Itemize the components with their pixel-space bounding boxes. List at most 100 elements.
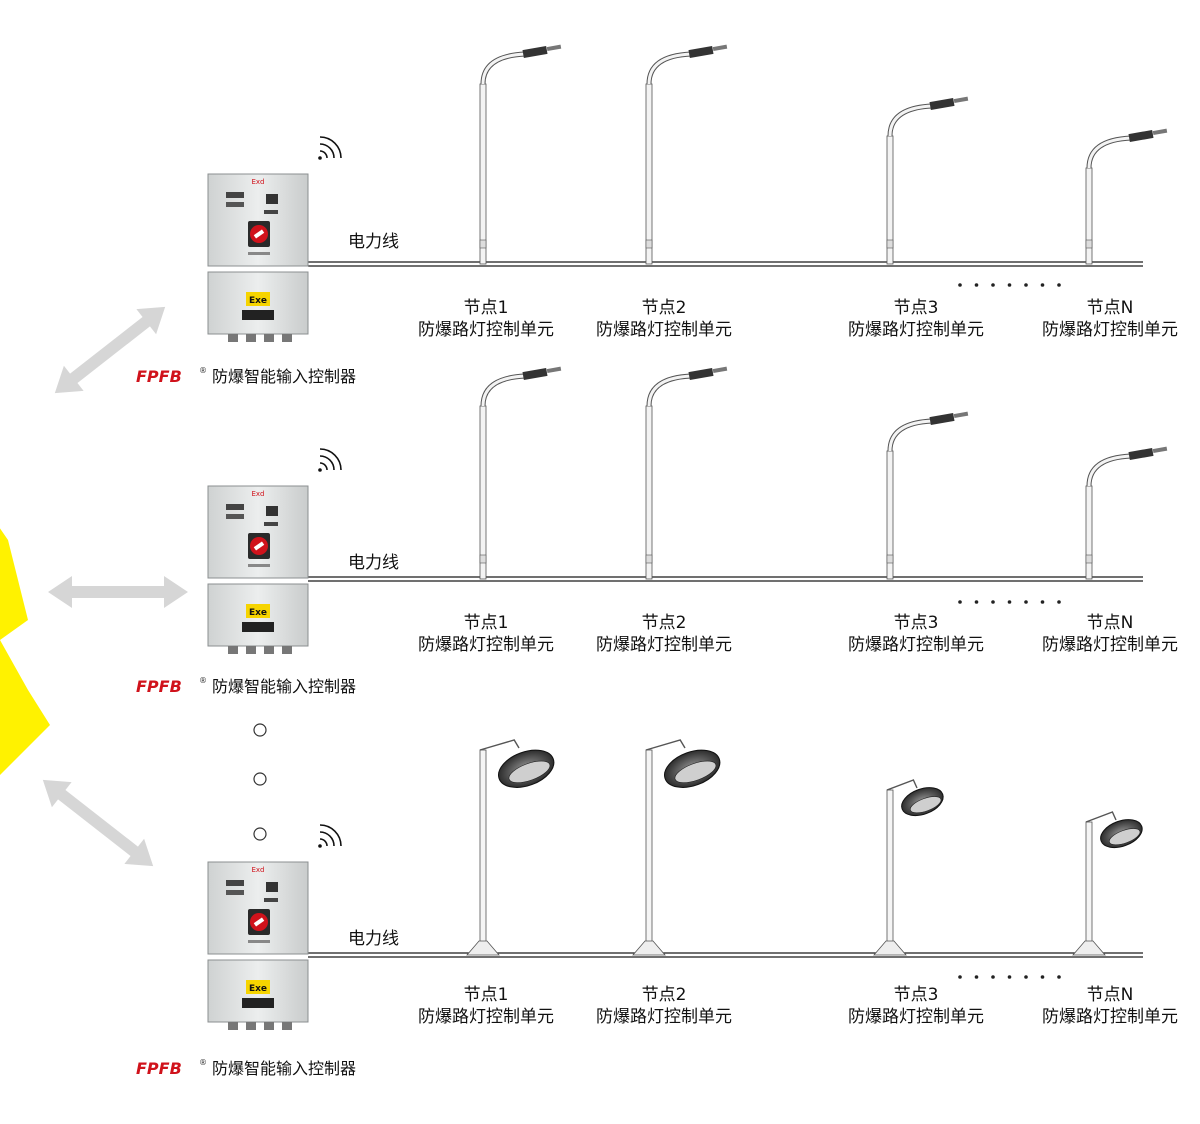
double-arrow-shape [48,576,188,608]
cabinet-exd-mark: Exd [251,866,264,874]
ellipsis-dot [1040,975,1045,979]
lamp-arm-fill [647,374,692,407]
ellipsis-dot [1057,600,1061,604]
street-lamp [645,366,728,580]
switch-handle [253,917,265,927]
lamp-pole [1085,821,1093,948]
signal-arc [319,143,335,159]
node-title: 节点2 [642,985,687,1005]
link-arrow-row-2 [48,576,188,608]
node-title: 节点2 [642,613,687,633]
controller-label: 防爆智能输入控制器 [212,1059,356,1078]
led-lamp-head [1128,129,1154,143]
node-title: 节点3 [894,298,939,318]
indicator-panel [226,890,244,895]
ellipsis-dot [1024,283,1028,287]
node-title: 节点2 [642,298,687,318]
ellipsis-dot [974,975,979,979]
node-title: 节点1 [464,298,509,318]
exe-label [246,980,270,994]
ellipsis-dot [974,283,979,287]
street-lamp [886,411,969,580]
pole-access-door [645,239,653,249]
exe-label [246,292,270,306]
cabinet-exe-mark: Exe [249,608,267,618]
wireless-signal-icon [318,824,342,848]
ellipsis-dot [1007,600,1012,604]
explosion-proof-lamp [466,739,555,956]
central-hub-burst [0,528,50,775]
cabinet-upper-box [207,173,309,267]
fpfb-logo-text: FPFB [136,1059,182,1078]
ellipsis-dot [958,600,962,604]
pole-access-door [1085,239,1093,249]
led-lamp-head [929,412,955,426]
pole-access-door [479,239,487,249]
led-lamp-head [688,45,714,59]
terminal-window [242,310,274,320]
signal-dot [318,468,322,472]
led-lamp-head [522,45,548,59]
indicator-lamp [266,882,278,892]
lamp-pole [886,789,894,948]
pole-access-door [886,239,894,249]
led-lamp-head [688,367,714,381]
indicator-lamp [264,522,278,526]
ellipsis-dot [991,975,995,979]
more-nodes-ellipsis [958,283,1061,287]
lamp-pole [1085,167,1093,265]
controller-row-3: 电力线ExdExeFPFB®防爆智能输入控制器节点1防爆路灯控制单元节点2防爆路… [136,739,1178,1078]
street-lamp [479,44,562,265]
double-arrow-shape [42,779,154,867]
indicator-panel [226,504,244,510]
pole-access-door [479,554,487,564]
fpfb-logo-text: FPFB [136,677,182,696]
signal-arc [319,824,342,847]
more-controllers-ellipsis [253,723,267,841]
pole-access-door [1085,554,1093,564]
nameplate [248,564,270,567]
lamp-pole [479,405,487,580]
ellipsis-dot [1024,600,1028,604]
explosion-proof-lamp [873,779,944,956]
registered-mark: ® [199,1058,207,1067]
signal-arc [319,448,342,471]
lamp-arm-fill [481,52,526,85]
controller-row-1: 电力线ExdExeFPFB®防爆智能输入控制器节点1防爆路灯控制单元节点2防爆路… [136,44,1178,386]
lamp-pole [645,749,653,948]
lamp-head-tail [712,44,728,52]
node-title: 节点N [1087,985,1134,1005]
cable-gland [264,646,274,654]
lamp-pole [645,405,653,580]
node-title: 节点1 [464,613,509,633]
lamp-pole [479,83,487,265]
node-subtitle: 防爆路灯控制单元 [848,1007,984,1027]
power-line-label: 电力线 [348,232,399,252]
ellipsis-dot [974,600,979,604]
power-line-label: 电力线 [348,929,399,949]
double-arrow-shape [54,306,166,394]
lamp-head-tail [546,366,562,374]
signal-dot [318,844,322,848]
ellipsis-dot [1040,600,1045,604]
node-title: 节点3 [894,613,939,633]
street-lamp [1085,128,1168,265]
cabinet-exe-mark: Exe [249,296,267,306]
cable-gland [228,334,238,342]
cable-gland [264,334,274,342]
lamp-bracket [645,739,686,751]
indicator-lamp [266,194,278,204]
node-subtitle: 防爆路灯控制单元 [418,320,554,340]
led-lamp-head [522,367,548,381]
street-lamp [479,366,562,580]
cable-gland [246,334,256,342]
cable-gland [246,1022,256,1030]
ellipsis-dot [1040,283,1045,287]
lamp-glass [1108,828,1141,846]
wireless-signal-icon [318,448,342,472]
ellipsis-dot [991,283,995,287]
lamp-pole [479,749,487,948]
